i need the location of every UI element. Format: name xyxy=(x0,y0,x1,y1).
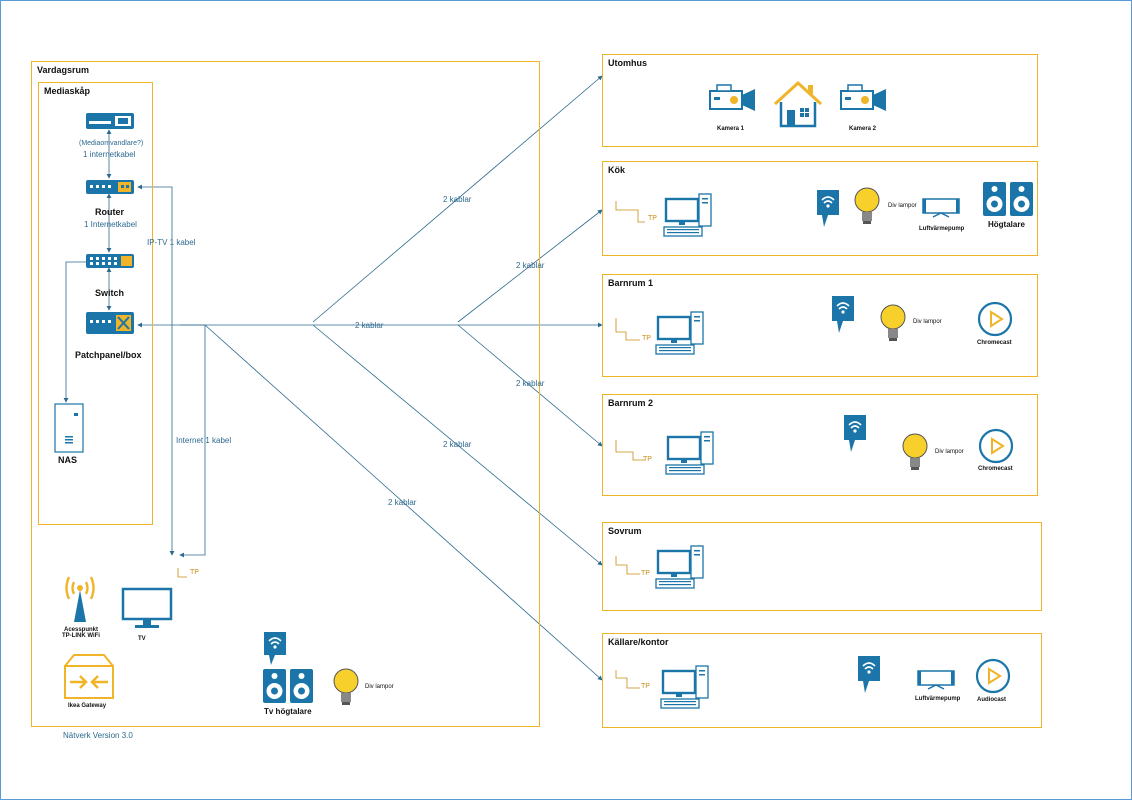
room-barnrum2: Barnrum 2 xyxy=(602,394,1038,496)
room-title: Vardagsrum xyxy=(37,65,90,75)
link-label: 2 kablar xyxy=(443,440,472,449)
chromecast-icon xyxy=(978,428,1014,464)
heatpump-label: Luftvärmepump xyxy=(915,696,961,702)
converter-label: (Mediaomvandlare?) xyxy=(79,140,144,147)
router-icon xyxy=(86,180,134,194)
link-label: 2 kablar xyxy=(388,498,417,507)
tv-speakers-label: Tv högtalare xyxy=(264,707,312,716)
tp-label: TP xyxy=(648,215,657,222)
tp-label: TP xyxy=(643,456,652,463)
camera2-label: Kamera 2 xyxy=(849,126,877,132)
chromecast-icon xyxy=(977,301,1013,337)
tv-icon xyxy=(121,587,173,628)
nas-label: NAS xyxy=(58,455,78,465)
room-title: Utomhus xyxy=(608,58,647,68)
room-mediaskap: Mediaskåp xyxy=(38,82,153,525)
lamps-label: Div lampor xyxy=(913,319,942,325)
camera-icon xyxy=(840,84,886,111)
wifi-speaker-icon xyxy=(844,415,866,452)
gateway-icon xyxy=(64,654,114,699)
computer-icon xyxy=(665,431,714,475)
room-title: Källare/kontor xyxy=(608,637,669,647)
cable-label: 1 internetkabel xyxy=(83,150,136,159)
room-barnrum1: Barnrum 1 xyxy=(602,274,1038,377)
wifi-speaker-icon xyxy=(264,632,286,665)
lightbulb-icon xyxy=(333,668,359,705)
room-title: Barnrum 1 xyxy=(608,278,654,288)
heatpump-icon xyxy=(917,670,955,690)
room-sovrum: Sovrum xyxy=(602,522,1042,611)
switch-icon xyxy=(86,254,134,268)
switch-label: Switch xyxy=(95,288,125,298)
tp-label: TP xyxy=(641,683,650,690)
room-title: Barnrum 2 xyxy=(608,398,654,408)
speaker-pair-icon xyxy=(263,669,313,703)
room-title: Kök xyxy=(608,165,626,175)
link-label: 2 kablar xyxy=(516,261,545,270)
lightbulb-icon xyxy=(880,304,906,341)
lamps-label: Div lampor xyxy=(365,684,394,690)
heatpump-label: Luftvärmepump xyxy=(919,226,965,232)
nas-icon xyxy=(54,403,84,453)
access-point-icon xyxy=(65,576,95,622)
patchpanel-icon xyxy=(86,312,134,334)
audiocast-label: Audiocast xyxy=(977,697,1007,703)
room-kok: Kök xyxy=(602,161,1038,256)
lamps-label: Div lampor xyxy=(888,203,917,209)
heatpump-icon xyxy=(922,198,960,218)
wifi-speaker-icon xyxy=(817,190,839,227)
room-kallare: Källare/kontor xyxy=(602,633,1042,728)
cable-label: 1 Internetkabel xyxy=(84,220,137,229)
tp-label: TP xyxy=(642,335,651,342)
audiocast-icon xyxy=(975,658,1011,694)
house-icon xyxy=(773,80,823,128)
footer-version: Nätverk Version 3.0 xyxy=(63,731,133,740)
tp-label: TP xyxy=(190,569,199,576)
lightbulb-icon xyxy=(854,187,880,224)
wifi-speaker-icon xyxy=(858,656,880,693)
tp-label: TP xyxy=(641,570,650,577)
link-label: 2 kablar xyxy=(516,379,545,388)
computer-icon xyxy=(655,311,704,355)
tv-label: TV xyxy=(138,636,146,642)
chromecast-label: Chromecast xyxy=(978,466,1013,472)
chromecast-label: Chromecast xyxy=(977,340,1012,346)
speaker-pair-icon xyxy=(983,182,1033,216)
room-vardagsrum: Vardagsrum xyxy=(31,61,540,727)
computer-icon xyxy=(655,545,704,589)
room-title: Sovrum xyxy=(608,526,642,536)
gateway-label: Ikea Gateway xyxy=(68,703,107,709)
patchpanel-label: Patchpanel/box xyxy=(75,350,142,360)
wifi-speaker-icon xyxy=(832,296,854,333)
computer-icon xyxy=(660,665,709,709)
internet-cable-label: Internet 1 kabel xyxy=(176,436,232,445)
computer-icon xyxy=(663,193,712,237)
room-title: Mediaskåp xyxy=(44,86,91,96)
camera1-label: Kamera 1 xyxy=(717,126,745,132)
lightbulb-icon xyxy=(902,433,928,470)
router-label: Router xyxy=(95,207,124,217)
media-converter-icon xyxy=(86,113,134,129)
iptv-cable-label: IP-TV 1 kabel xyxy=(147,238,196,247)
link-label: 2 kablar xyxy=(355,321,384,330)
link-label: 2 kablar xyxy=(443,195,472,204)
room-utomhus: Utomhus xyxy=(602,54,1038,147)
speakers-label: Högtalare xyxy=(988,220,1025,229)
camera-icon xyxy=(709,84,755,111)
lamps-label: Div lampor xyxy=(935,449,964,455)
